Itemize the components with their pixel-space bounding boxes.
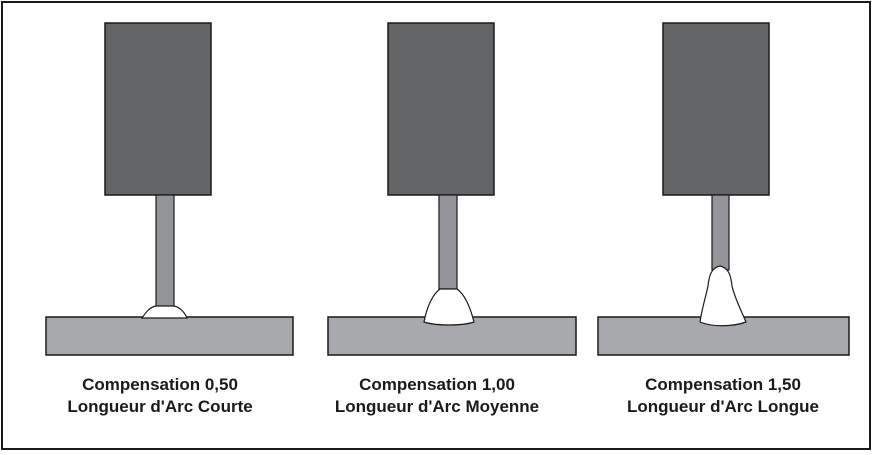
workpiece-plate	[45, 316, 294, 356]
caption-medium-arc: Compensation 1,00 Longueur d'Arc Moyenne	[297, 374, 577, 418]
torch-body	[387, 22, 495, 196]
panel-medium-arc	[327, 22, 577, 356]
caption-long-arc: Compensation 1,50 Longueur d'Arc Longue	[583, 374, 863, 418]
panel-long-arc	[597, 22, 850, 356]
workpiece-plate	[597, 316, 850, 356]
compensation-label: Compensation 0,50	[82, 375, 238, 394]
arc-plasma	[140, 305, 188, 319]
compensation-label: Compensation 1,50	[645, 375, 801, 394]
arc-length-label: Longueur d'Arc Courte	[67, 397, 253, 416]
panel-short-arc	[45, 22, 294, 356]
electrode-wire	[711, 194, 730, 271]
electrode-wire	[155, 194, 175, 308]
arc-plasma	[423, 288, 475, 326]
torch-body	[104, 22, 212, 196]
torch-body	[662, 22, 770, 196]
arc-plasma	[699, 265, 747, 327]
caption-short-arc: Compensation 0,50 Longueur d'Arc Courte	[20, 374, 300, 418]
electrode-wire	[438, 194, 458, 290]
compensation-label: Compensation 1,00	[359, 375, 515, 394]
arc-length-label: Longueur d'Arc Moyenne	[334, 397, 540, 416]
arc-length-label: Longueur d'Arc Longue	[627, 397, 819, 416]
